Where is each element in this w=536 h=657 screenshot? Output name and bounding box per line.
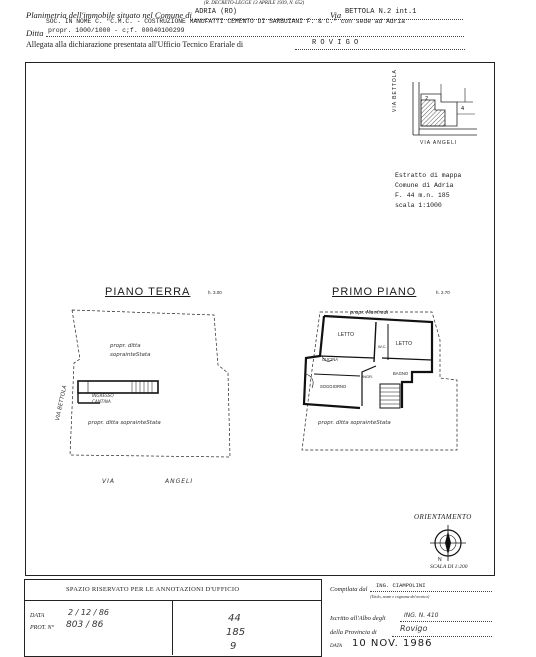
provincia-value: Rovigo	[400, 624, 428, 633]
footer-data-label: DATA	[30, 613, 45, 619]
ufficio-value: R O V I G O	[312, 39, 359, 47]
iscritto-underline	[400, 621, 492, 622]
provincia-underline	[392, 636, 492, 637]
piano-terra-plan	[69, 309, 231, 458]
pt-propr-ditta-bottom: propr. ditta soprainteStata	[88, 420, 161, 426]
piano-terra-height: h. 3.00	[208, 290, 222, 295]
compass-north: N	[438, 557, 442, 563]
footer-foglio: 44	[228, 613, 241, 624]
room-letto-1: LETTO	[338, 332, 355, 338]
ditta-label: Ditta	[26, 28, 44, 38]
ditta-value: propr. 1000/1000 - c;f. 00040100299	[48, 27, 185, 34]
ditta-underline	[46, 36, 464, 37]
estratto-line-1: Estratto di mappa	[395, 172, 462, 179]
provincia-label: della Provincia di	[330, 629, 377, 636]
compass-icon	[430, 525, 466, 561]
estratto-line-4: scala 1:1000	[395, 202, 442, 209]
iscritto-label: Iscritto all'Albo degli	[330, 615, 386, 622]
room-bagno: BAGNO	[393, 371, 409, 376]
estratto-via-angeli: VIA ANGELI	[420, 140, 458, 146]
svg-text:2: 2	[425, 96, 428, 102]
pp-propr-manfredi: propr. Manfredi	[350, 310, 389, 316]
room-cucina: CUCINA	[322, 357, 339, 362]
estratto-line-3: F. 44 m.n. 185	[395, 192, 450, 199]
titolo-note: (Titolo, nome e cognome del tecnico)	[370, 594, 430, 599]
owner-line: SOC. IN NOME C. "C.M.C. - COSTRUZIONE MA…	[46, 18, 405, 25]
room-soggiorno: SOGGIORNO	[320, 384, 347, 389]
piano-terra-title: PIANO TERRA	[105, 286, 191, 298]
comune-value: ADRIA (RO)	[195, 8, 238, 16]
footer-prot-label: PROT. N°	[30, 625, 54, 631]
iscritto-value: ING. N. 410	[404, 612, 439, 619]
data2-stamp: 10 NOV. 1986	[352, 638, 433, 649]
pt-propr-ditta-top: propr. ditta soprainteStata	[110, 343, 151, 358]
footer-mappale: 185	[226, 627, 246, 638]
primo-piano-title: PRIMO PIANO	[332, 286, 417, 298]
pt-ingresso-cantina: INGRESSO CANTINA	[92, 393, 114, 404]
title-prefix: Planimetria dell'immobile situato nel Co…	[26, 10, 192, 20]
allegata-text: Allegata alla dichiarazione presentata a…	[26, 40, 244, 49]
via-value: BETTOLA N.2 int.1	[345, 8, 417, 16]
svg-text:4: 4	[461, 106, 464, 112]
pt-via-label: VIA	[102, 478, 115, 485]
compilata-label: Compilata dal	[330, 586, 368, 593]
title-underline	[195, 19, 463, 20]
estratto-via-bettola: VIA BETTOLA	[392, 69, 398, 112]
room-wc: W.C.	[378, 344, 387, 349]
pp-propr-ditta: propr. ditta soprainteStata	[318, 420, 391, 426]
compilata-value: ING. CIAMPOLINI	[376, 582, 426, 589]
footer-data-hand: 2 / 12 / 86	[68, 608, 110, 617]
spazio-riservato: SPAZIO RISERVATO PER LE ANNOTAZIONI D'UF…	[66, 586, 240, 593]
primo-piano-plan	[301, 311, 458, 451]
scala-label: SCALA DI 1:200	[430, 564, 468, 570]
drawing-frame	[25, 62, 495, 576]
primo-piano-height: h. 2.70	[436, 290, 450, 295]
via-label: Via	[330, 10, 342, 20]
room-ingr: INGR.	[362, 374, 374, 379]
orientamento-label: ORIENTAMENTO	[414, 513, 472, 521]
footer-prot-hand: 803 / 86	[66, 620, 104, 630]
room-letto-2: LETTO	[396, 341, 413, 347]
compilata-underline	[370, 591, 492, 592]
pt-angeli-label: ANGELI	[165, 478, 194, 485]
ufficio-underline	[295, 49, 465, 50]
data2-label: DATA	[330, 644, 342, 649]
estratto-map: 2 4	[412, 82, 477, 136]
footer-subalterno: 9	[230, 641, 237, 652]
footer-divider-v	[172, 600, 173, 655]
decree-line: (R. DECRETO-LEGGE 13 APRILE 1939, N. 652…	[204, 1, 305, 6]
estratto-line-2: Comune di Adria	[395, 182, 454, 189]
